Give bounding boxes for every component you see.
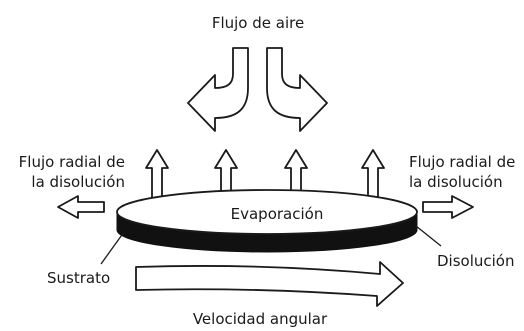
- evaporation-label: Evaporación: [231, 205, 324, 223]
- air-flow-left-arrow: [187, 47, 249, 132]
- substrate-label: Sustrato: [47, 269, 110, 287]
- angular-velocity-label: Velocidad angular: [193, 310, 328, 328]
- air-flow-label: Flujo de aire: [212, 14, 304, 32]
- evaporation-arrow-1: [145, 149, 169, 201]
- radial-flow-left-label-line2: la disolución: [31, 173, 125, 191]
- radial-flow-left-label-line1: Flujo radial de: [19, 153, 125, 171]
- air-flow-right-arrow: [266, 47, 328, 132]
- angular-velocity-arrow: [135, 261, 404, 307]
- radial-flow-left-arrow: [57, 195, 105, 219]
- evaporation-arrow-2: [214, 149, 238, 195]
- substrate-pointer: [100, 231, 125, 265]
- solution-pointer: [415, 225, 442, 247]
- spinning-disk: [116, 189, 418, 253]
- radial-flow-right-label-line1: Flujo radial de: [409, 153, 515, 171]
- evaporation-arrow-4: [361, 149, 385, 201]
- solution-label: Disolución: [437, 252, 514, 270]
- radial-flow-right-arrow: [422, 195, 474, 219]
- evaporation-arrow-3: [284, 149, 308, 195]
- solution-layer: [116, 189, 418, 235]
- radial-flow-right-label-line2: la disolución: [409, 173, 503, 191]
